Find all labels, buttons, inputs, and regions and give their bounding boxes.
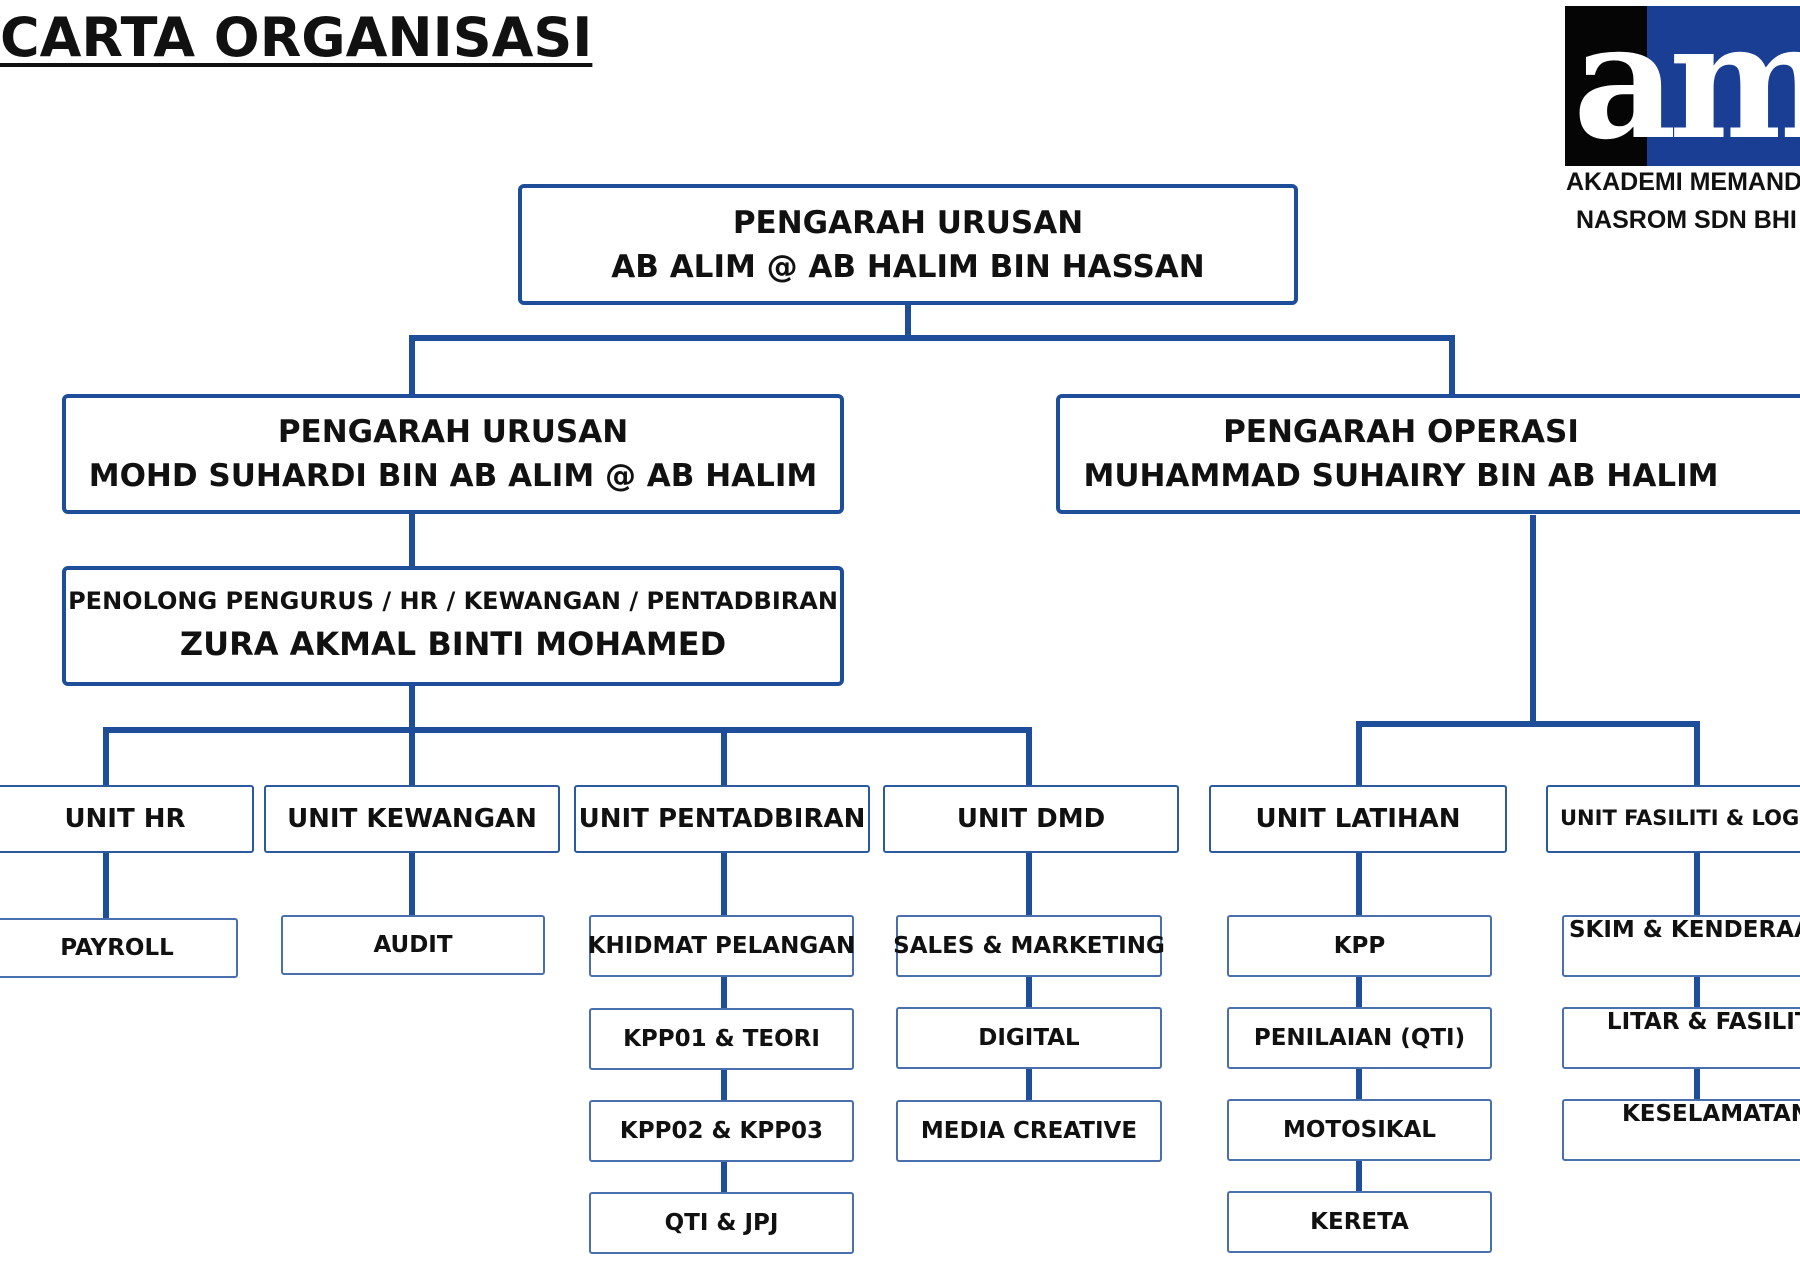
page-title: CARTA ORGANISASI: [0, 6, 593, 69]
sub-keselamatan-label: KESELAMATAN: [1621, 1101, 1800, 1127]
sub-motosikal: MOTOSIKAL: [1227, 1099, 1492, 1161]
sub-litar-fasiliti: LITAR & FASILITI: [1562, 1007, 1800, 1069]
logo-caption-line1: AKADEMI MEMAND: [1566, 168, 1800, 196]
sub-khidmat-pelangan: KHIDMAT PELANGAN: [588, 915, 855, 977]
unit-fasiliti-logistik: UNIT FASILITI & LOGIST: [1546, 785, 1800, 853]
sub-payroll: PAYROLL: [0, 918, 238, 978]
sub-digital: DIGITAL: [896, 1007, 1162, 1069]
unit-pentadbiran: UNIT PENTADBIRAN: [574, 785, 870, 853]
left-director-role: PENGARAH URUSAN: [277, 414, 629, 450]
sub-qti-jpj: QTI & JPJ: [589, 1192, 854, 1254]
sub-skim-kenderaan-label: SKIM & KENDERAAN: [1568, 917, 1800, 943]
left-director-name: MOHD SUHARDI BIN AB ALIM @ AB HALIM: [88, 458, 818, 494]
assistant-name: ZURA AKMAL BINTI MOHAMED: [179, 625, 727, 663]
assistant-role: PENOLONG PENGURUS / HR / KEWANGAN / PENT…: [68, 587, 838, 615]
box-pengarah-urusan-left: PENGARAH URUSAN MOHD SUHARDI BIN AB ALIM…: [62, 394, 844, 514]
right-director-name: MUHAMMAD SUHAIRY BIN AB HALIM: [1083, 458, 1719, 494]
sub-skim-kenderaan: SKIM & KENDERAAN: [1562, 915, 1800, 977]
sub-penilaian-qti: PENILAIAN (QTI): [1227, 1007, 1492, 1069]
unit-kewangan: UNIT KEWANGAN: [264, 785, 560, 853]
box-penolong-pengurus: PENOLONG PENGURUS / HR / KEWANGAN / PENT…: [62, 566, 844, 686]
sub-kpp: KPP: [1227, 915, 1492, 977]
logo-wordmark: amn: [1573, 6, 1800, 166]
unit-fasiliti-label: UNIT FASILITI & LOGIST: [1560, 806, 1800, 830]
sub-kpp02-kpp03: KPP02 & KPP03: [589, 1100, 854, 1162]
sub-media-creative: MEDIA CREATIVE: [896, 1100, 1162, 1162]
logo-black-panel: [1565, 6, 1647, 166]
right-director-role: PENGARAH OPERASI: [1223, 414, 1579, 450]
company-logo: amn: [1565, 6, 1800, 166]
unit-latihan: UNIT LATIHAN: [1209, 785, 1507, 853]
top-role: PENGARAH URUSAN: [732, 204, 1084, 241]
unit-hr: UNIT HR: [0, 785, 254, 853]
box-pengarah-operasi: PENGARAH OPERASI MUHAMMAD SUHAIRY BIN AB…: [1056, 394, 1800, 514]
sub-audit: AUDIT: [281, 915, 545, 975]
sub-kereta: KERETA: [1227, 1191, 1492, 1253]
sub-litar-fasiliti-label: LITAR & FASILITI: [1606, 1009, 1800, 1035]
top-name: AB ALIM @ AB HALIM BIN HASSAN: [611, 248, 1205, 285]
sub-kpp01-teori: KPP01 & TEORI: [589, 1008, 854, 1070]
sub-sales-marketing: SALES & MARKETING: [893, 915, 1165, 977]
unit-dmd: UNIT DMD: [883, 785, 1179, 853]
box-pengarah-urusan-top: PENGARAH URUSAN AB ALIM @ AB HALIM BIN H…: [518, 184, 1298, 305]
logo-caption-line2: NASROM SDN BHI: [1576, 206, 1797, 234]
sub-keselamatan: KESELAMATAN: [1562, 1099, 1800, 1161]
